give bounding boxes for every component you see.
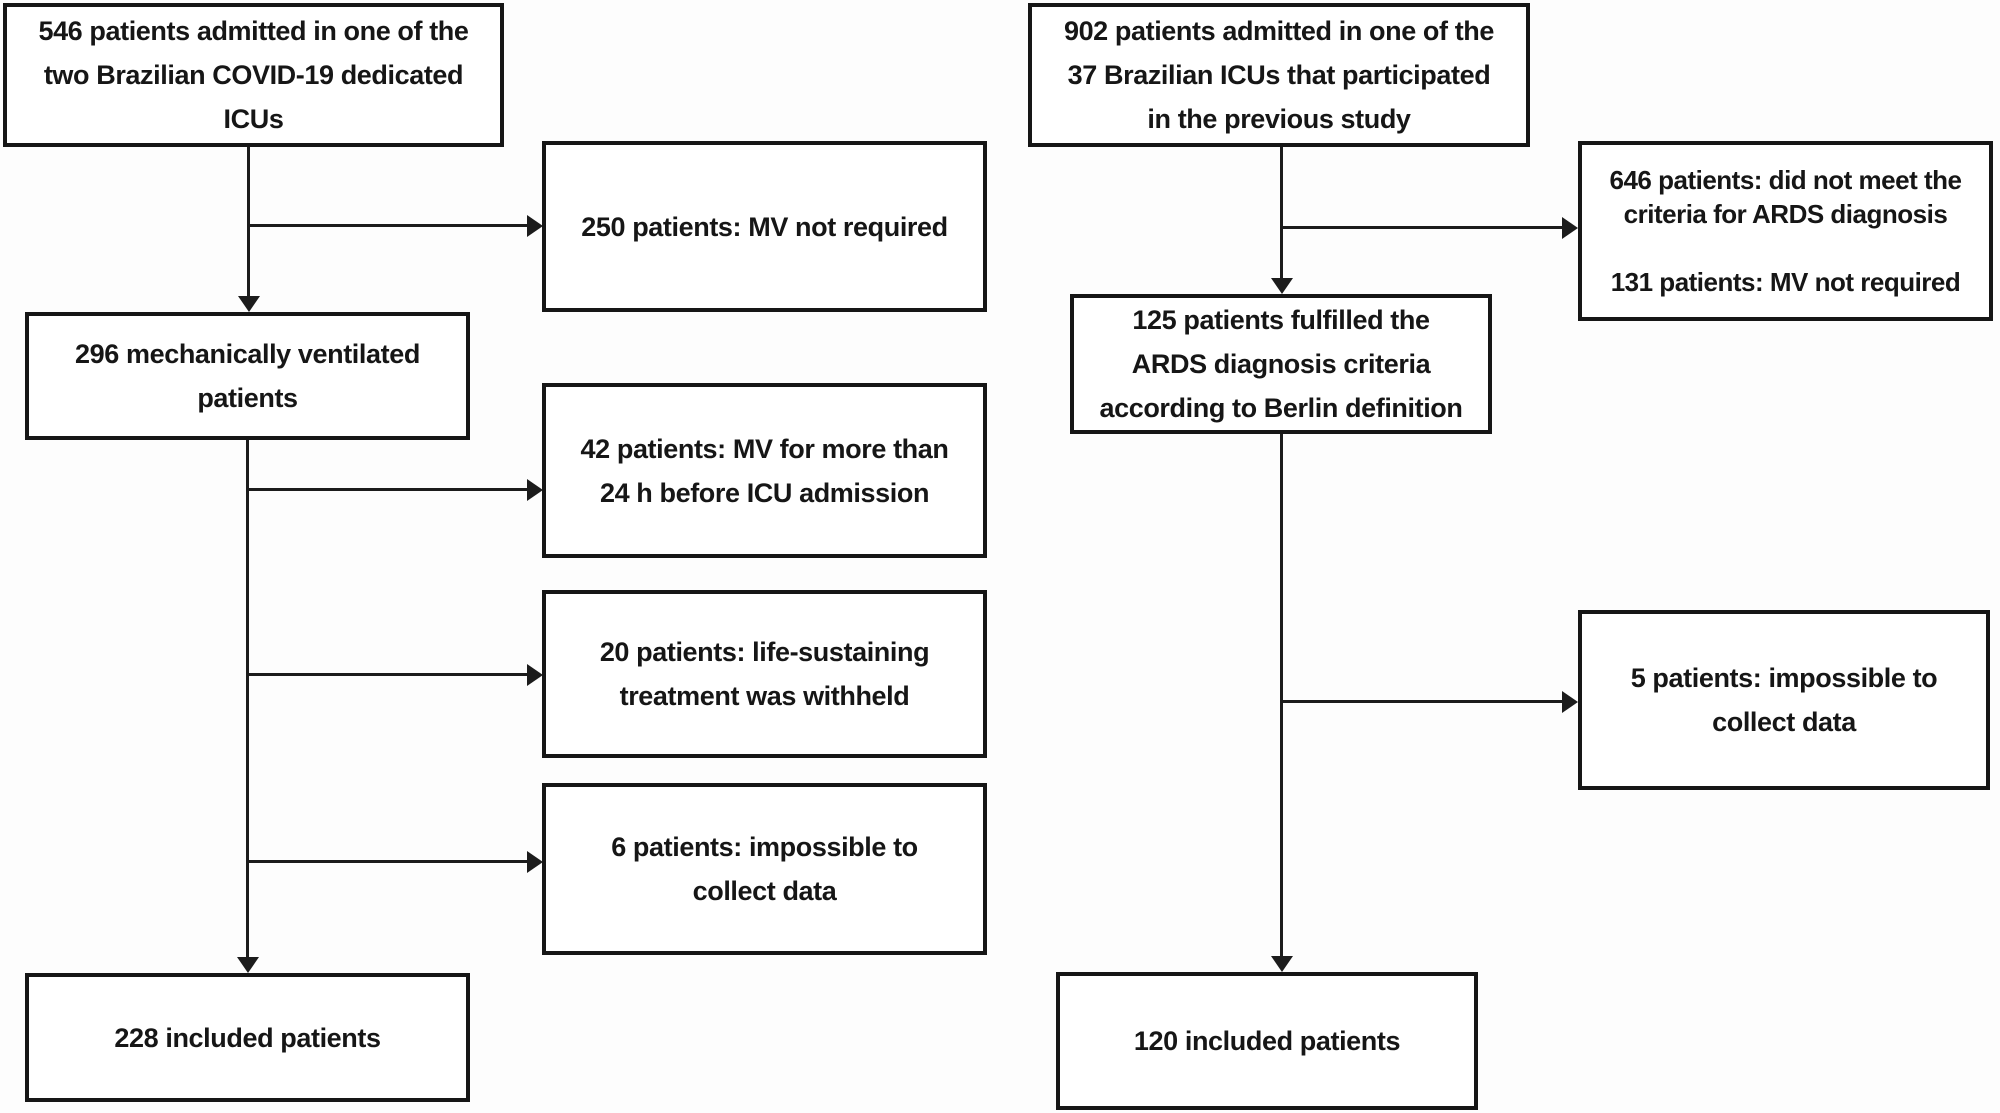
connector-left-top-vertical [247, 147, 250, 296]
box-left-mv-before-icu: 42 patients: MV for more than 24 h befor… [542, 383, 987, 558]
box-left-life-sustaining: 20 patients: life-sustaining treatment w… [542, 590, 987, 758]
arrowhead-right [1562, 691, 1578, 713]
connector-right-branch-impossible [1282, 700, 1562, 703]
arrowhead-down [238, 296, 260, 312]
box-right-impossible-collect: 5 patients: impossible to collect data [1578, 610, 1990, 790]
box-right-admitted: 902 patients admitted in one of the 37 B… [1028, 3, 1530, 147]
connector-right-top-vertical [1280, 147, 1283, 278]
arrowhead-right [527, 851, 543, 873]
arrowhead-right [527, 664, 543, 686]
connector-left-main-vertical [246, 440, 249, 957]
arrowhead-down [1271, 956, 1293, 972]
box-right-ards-criteria: 125 patients fulfilled the ARDS diagnosi… [1070, 294, 1492, 434]
arrowhead-down [1271, 278, 1293, 294]
box-right-excluded: 646 patients: did not meet the criteria … [1578, 141, 1993, 321]
connector-left-branch-life-sustaining [248, 673, 527, 676]
box-left-included: 228 included patients [25, 973, 470, 1102]
box-left-impossible-collect: 6 patients: impossible to collect data [542, 783, 987, 955]
box-left-mv-not-required: 250 patients: MV not required [542, 141, 987, 312]
box-right-included: 120 included patients [1056, 972, 1478, 1110]
connector-left-branch-mv-not-required [249, 224, 527, 227]
connector-right-main-vertical [1280, 434, 1283, 956]
connector-right-branch-excluded [1282, 226, 1562, 229]
connector-left-branch-mv-before-icu [248, 488, 527, 491]
arrowhead-right [1562, 217, 1578, 239]
connector-left-branch-impossible [248, 860, 527, 863]
box-left-admitted: 546 patients admitted in one of the two … [3, 3, 504, 147]
box-left-ventilated: 296 mechanically ventilated patients [25, 312, 470, 440]
arrowhead-down [237, 957, 259, 973]
arrowhead-right [527, 479, 543, 501]
arrowhead-right [527, 215, 543, 237]
